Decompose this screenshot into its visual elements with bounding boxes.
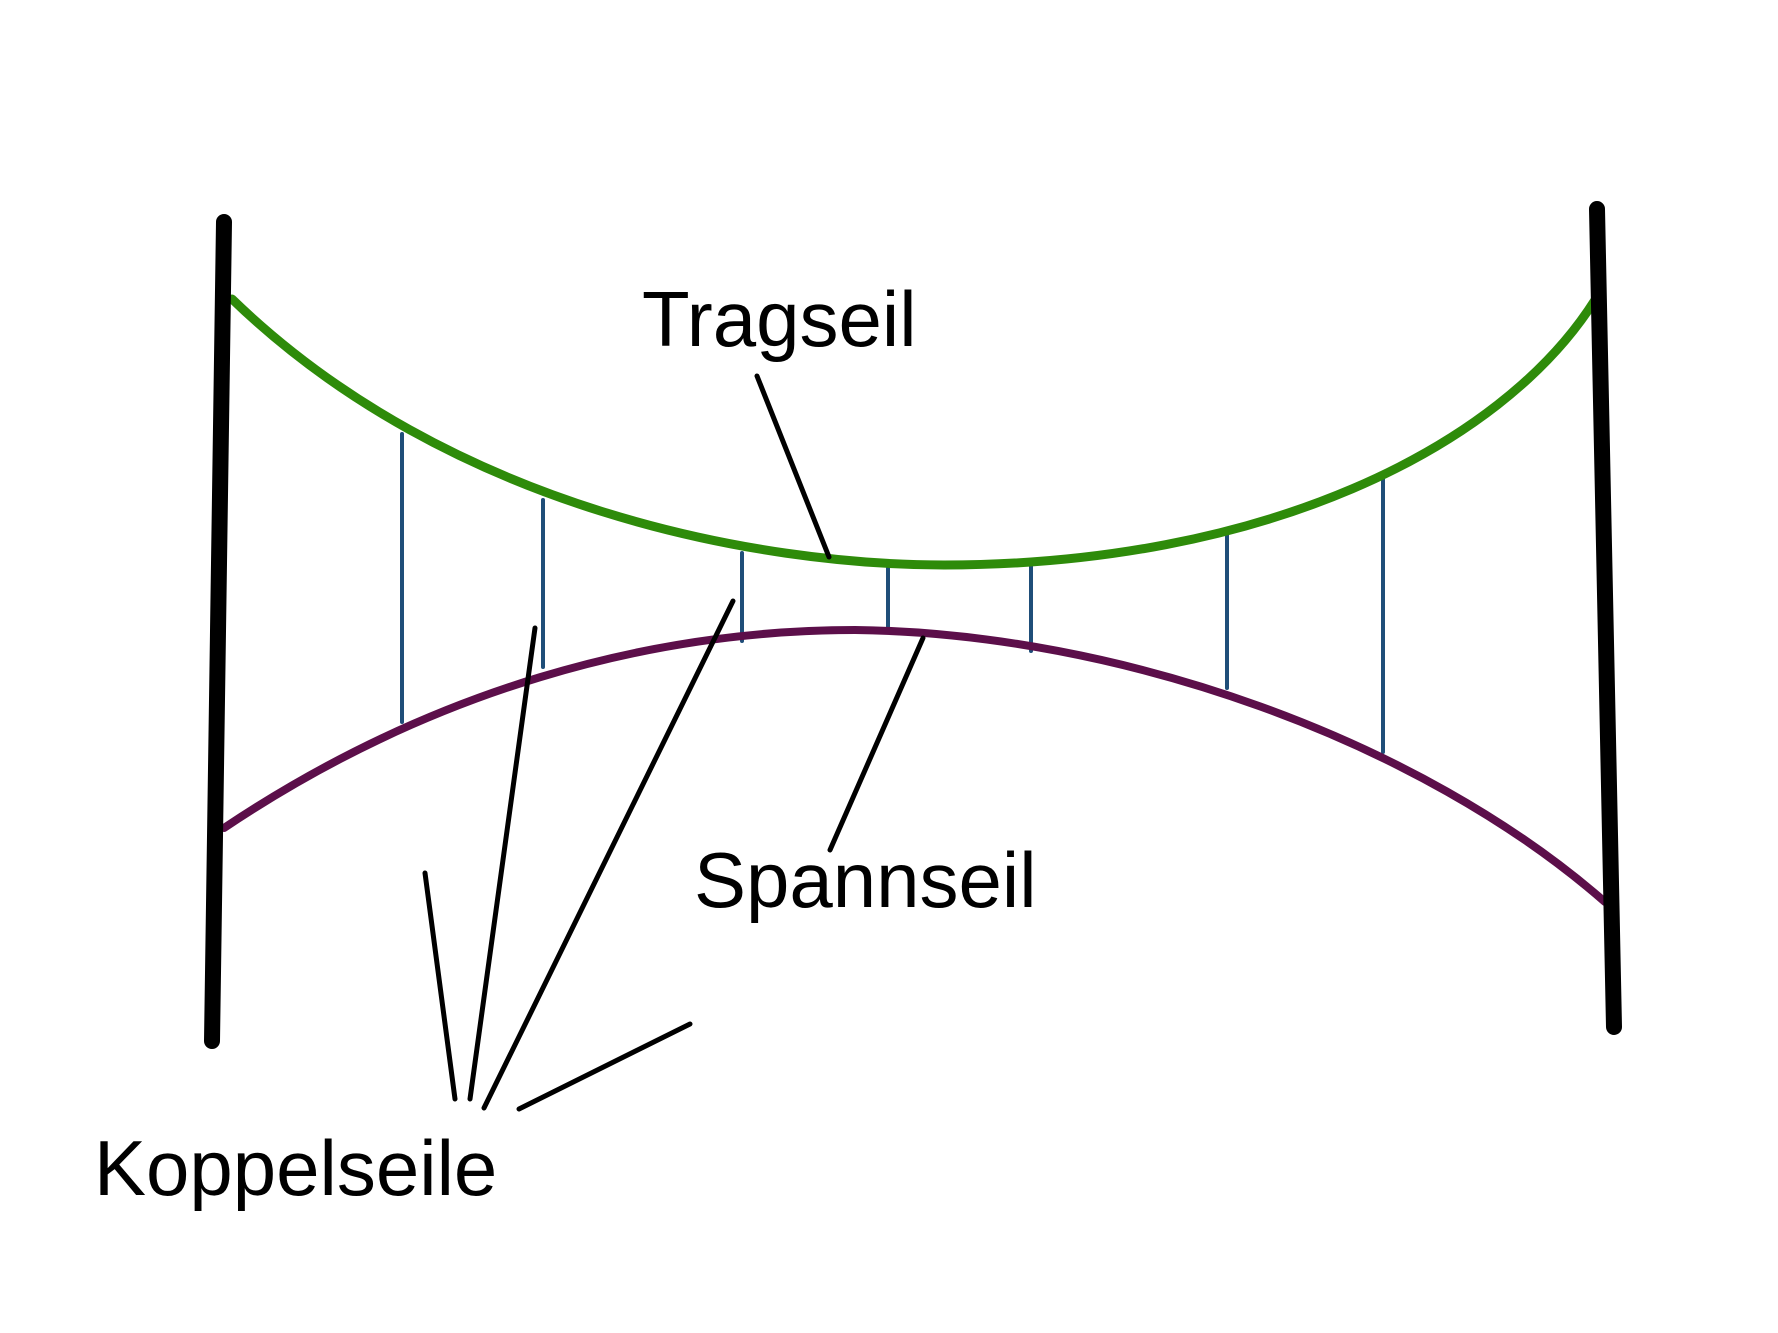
left-mast bbox=[204, 214, 232, 1049]
leader-tragseil bbox=[754, 373, 832, 560]
label-tragseil: Tragseil bbox=[642, 275, 917, 363]
leader-koppel-3 bbox=[481, 598, 736, 1111]
label-koppelseile: Koppelseile bbox=[94, 1124, 497, 1212]
label-spannseil: Spannseil bbox=[694, 836, 1037, 924]
koppelseile-group bbox=[400, 432, 1385, 754]
tragseil-rope bbox=[227, 294, 1600, 570]
leader-lines bbox=[422, 373, 926, 1112]
leader-spannseil bbox=[827, 635, 926, 853]
leader-koppel-1 bbox=[422, 870, 458, 1102]
leader-koppel-2 bbox=[467, 625, 538, 1102]
spannseil-rope bbox=[220, 625, 1609, 906]
leader-koppel-4 bbox=[516, 1021, 693, 1112]
right-mast bbox=[1589, 201, 1622, 1035]
